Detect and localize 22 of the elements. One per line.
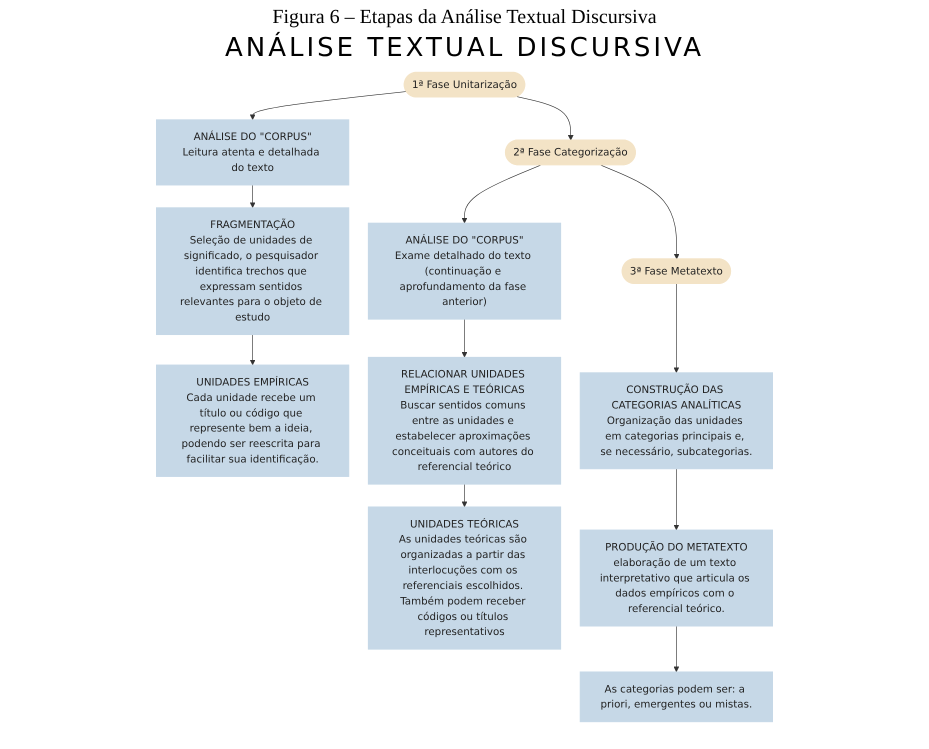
arrow (250, 334, 256, 366)
figure-caption: Figura 6 – Etapas da Análise Textual Discursiva (271, 6, 658, 29)
diagram-title: ANÁLISE TEXTUAL DISCURSIVA (224, 33, 705, 63)
arrow (250, 91, 407, 120)
node-box: RELACIONAR UNIDADES EMPÍRICAS E TEÓRICAS Buscar sentidos comuns entre as unidades e estabelecer aproximações conceituais com autores do referencial teórico (368, 356, 562, 485)
arrow (674, 468, 680, 530)
node-box: FRAGMENTAÇÃO Seleção de unidades de significado, o pesquisador identifica trechos que expressam sentidos relevantes para o objeto de estudo (156, 207, 350, 336)
node-box: UNIDADES EMPÍRICAS Cada unidade recebe um título ou código que represente bem a ideia, podendo ser reescrita para facilitar sua identificação. (156, 364, 350, 477)
arrow (674, 626, 680, 672)
node-box: ANÁLISE DO "CORPUS" Leitura atenta e detalhada do texto (156, 119, 350, 186)
node-box: UNIDADES TEÓRICAS As unidades teóricas são organizadas a partir das interlocuções com os referenciais escolhidos. Também podem receber códigos ou títulos representativos (368, 506, 562, 650)
arrow (462, 319, 468, 358)
node-box: As categorias podem ser: a priori, emergentes ou mistas. (580, 671, 773, 722)
arrow (674, 284, 680, 373)
node-box: PRODUÇÃO DO METATEXTO elaboração de um texto interpretativo que articula os dados empíricos com o referencial teórico. (580, 530, 773, 627)
arrow (600, 164, 680, 260)
arrow (462, 164, 541, 224)
node-box: CONSTRUÇÃO DAS CATEGORIAS ANALÍTICAS Organização das unidades em categorias principais e, se necessário, subcategorias. (580, 372, 773, 470)
node-box: ANÁLISE DO "CORPUS" Exame detalhado do texto (continuação e aprofundamento da fase anterior) (368, 222, 562, 320)
arrow (462, 484, 468, 508)
arrow (250, 184, 256, 208)
arrow (516, 96, 574, 140)
